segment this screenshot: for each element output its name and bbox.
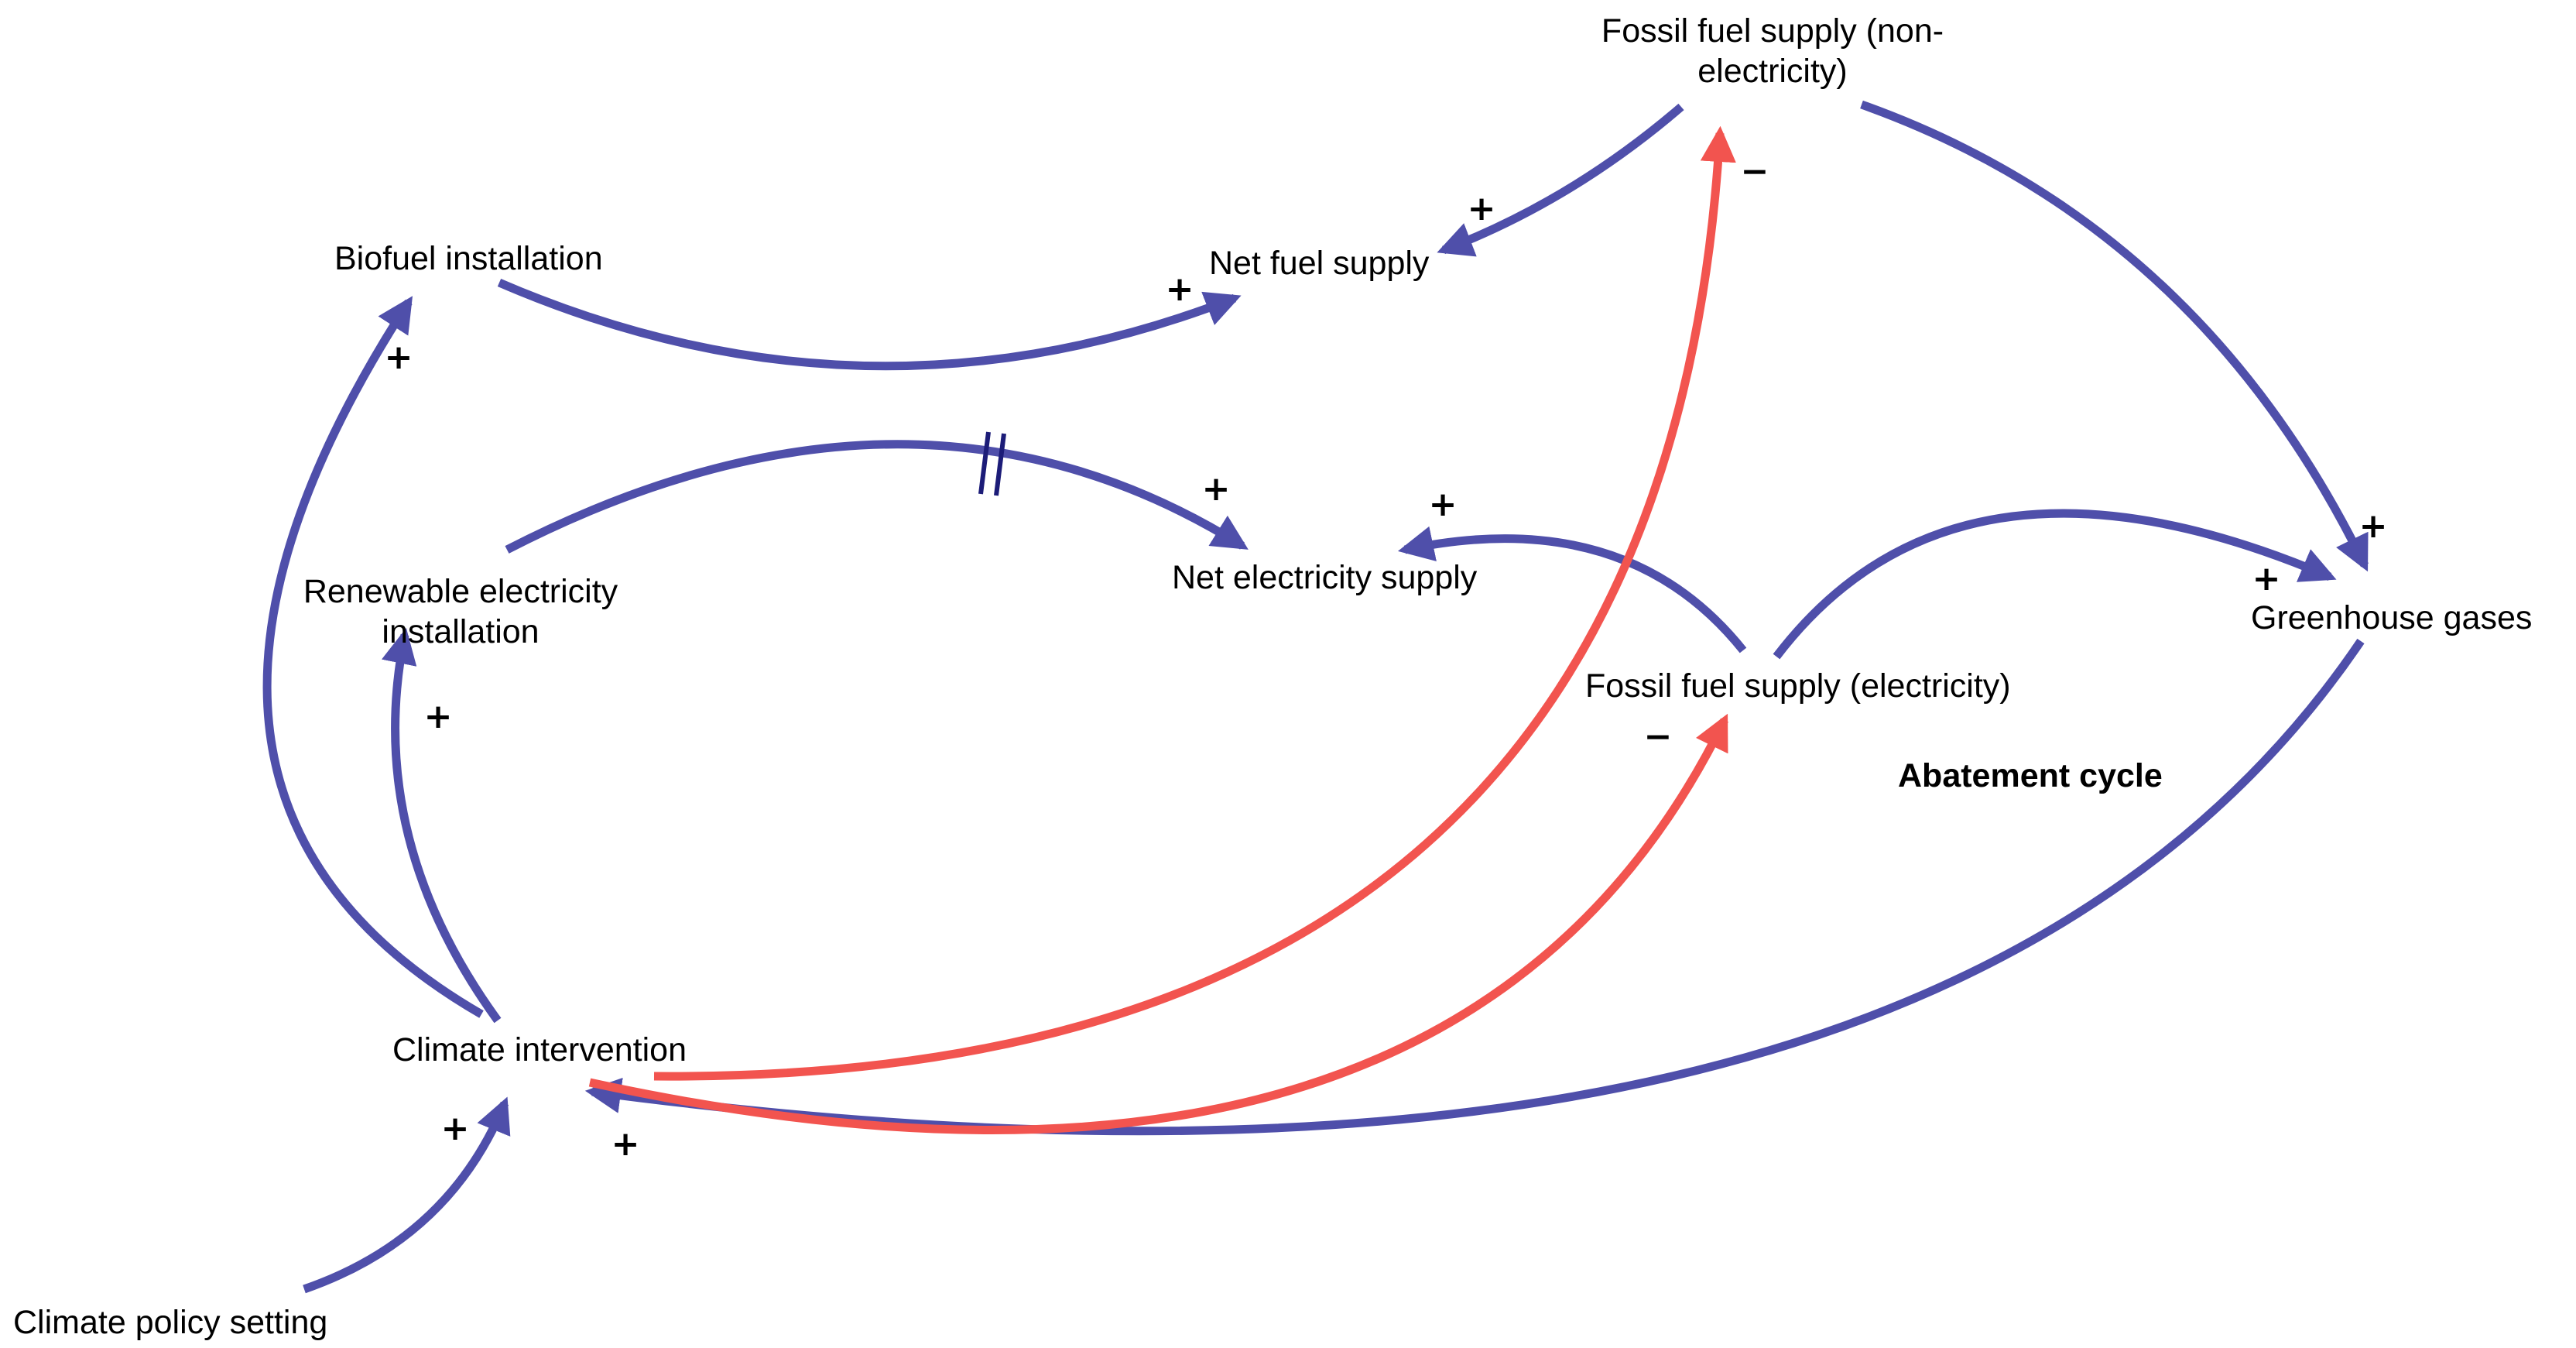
link-intervention-to-fossil-nonelec: [653, 125, 1736, 1081]
polarity-sign-ghg-to-intervention: +: [611, 1124, 640, 1164]
link-ghg-to-intervention: [584, 638, 2365, 1136]
node-fossil-fuel-supply-electricity: Fossil fuel supply (electricity): [1585, 667, 2011, 705]
link-renewable-to-net-elec: [505, 440, 1249, 554]
link-intervention-to-renewable: [381, 627, 502, 1024]
abatement-cycle-label: Abatement cycle: [1898, 757, 2163, 794]
link-fossil-elec-to-net-elec: [1397, 526, 1747, 653]
polarity-sign-elec-to-ghg: +: [2252, 559, 2281, 599]
node-climate-policy-setting: Climate policy setting: [13, 1304, 328, 1341]
polarity-sign-intervention-to-renewable: +: [423, 697, 453, 736]
polarity-sign-intervention-to-elec: −: [1643, 717, 1673, 756]
node-greenhouse-gases: Greenhouse gases: [2251, 599, 2533, 636]
link-biofuel-to-net-fuel: [497, 278, 1242, 371]
node-net-electricity-supply: Net electricity supply: [1172, 559, 1478, 596]
link-fossil-nonelec-to-net-fuel: [1437, 103, 1684, 257]
polarity-sign-nonelec-to-netfuel: +: [1467, 189, 1496, 228]
node-net-fuel-supply: Net fuel supply: [1209, 245, 1430, 282]
polarity-sign-nonelec-to-ghg: +: [2358, 506, 2388, 546]
polarity-sign-elec-to-netelec: +: [1428, 485, 1458, 524]
polarity-sign-renewable-to-netelec: +: [1201, 469, 1231, 509]
delay-mark: [978, 431, 1006, 496]
polarity-sign-policy-to-intervention: +: [440, 1109, 470, 1148]
link-policy-to-intervention: [303, 1096, 511, 1294]
node-climate-intervention: Climate intervention: [392, 1031, 687, 1068]
polarity-sign-biofuel-to-netfuel: +: [1165, 269, 1194, 309]
node-biofuel-installation: Biofuel installation: [334, 240, 603, 277]
node-fossil-fuel-supply-non-electricity: Fossil fuel supply (non- electricity): [1601, 12, 1944, 90]
link-fossil-elec-to-ghg: [1773, 509, 2337, 660]
node-renewable-electricity-installation: Renewable electricity installation: [303, 573, 618, 650]
link-intervention-to-fossil-elec: [588, 713, 1728, 1135]
polarity-sign-intervention-to-biofuel: +: [384, 338, 413, 377]
polarity-sign-intervention-to-nonelec: −: [1740, 152, 1769, 191]
link-fossil-nonelec-to-ghg: [1860, 100, 2369, 572]
link-intervention-to-biofuel: [262, 296, 484, 1018]
